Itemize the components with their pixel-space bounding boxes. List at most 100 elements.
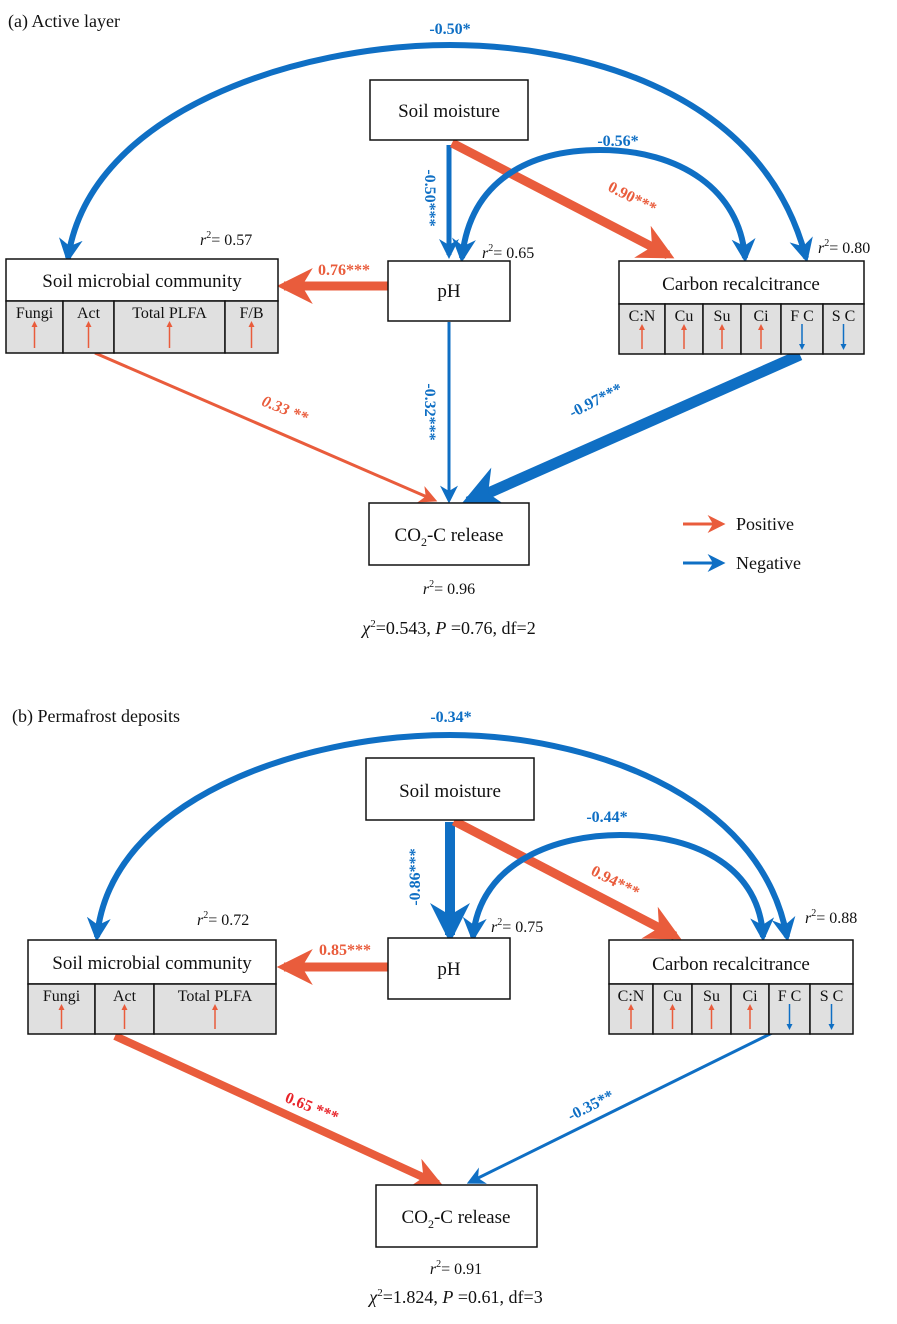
coef-a-moisture-carbon: 0.90***	[605, 179, 659, 218]
fit-stats-b: χ2=1.824, P =0.61, df=3	[367, 1287, 542, 1307]
path-b-microbial-co2	[113, 1032, 444, 1188]
indicator-cell: Su	[691, 983, 732, 1035]
node-label: Carbon recalcitrance	[662, 274, 820, 295]
indicator-label: Cu	[663, 988, 682, 1005]
indicator-cell: Fungi	[27, 983, 96, 1035]
node-label: Soil microbial community	[52, 953, 252, 974]
r2-a-co2: r2= 0.96	[423, 579, 475, 598]
path-b-carbon-ph	[462, 831, 775, 942]
node-b-soil-moisture: Soil moisture	[365, 757, 535, 821]
indicator-label: S C	[832, 308, 856, 325]
node-b-ph: pH r2= 0.75	[387, 917, 543, 1000]
indicator-label: S C	[820, 988, 844, 1005]
path-a-carbon-ph	[452, 146, 756, 263]
node-label: Carbon recalcitrance	[652, 954, 810, 975]
node-label: CO2-C release	[395, 525, 504, 549]
node-label: pH	[437, 959, 461, 980]
node-a-co2: CO2-C release r2= 0.96	[368, 502, 530, 598]
indicator-label: Su	[714, 308, 731, 325]
indicator-label: Act	[113, 988, 137, 1005]
indicator-cells: C:N Cu Su Ci F C S C	[618, 303, 865, 355]
r2-b-co2: r2= 0.91	[430, 1259, 482, 1278]
indicator-cells: Fungi Act Total PLFA F/B	[5, 300, 279, 354]
indicator-label: C:N	[618, 988, 645, 1005]
indicator-cell: F/B	[224, 300, 279, 354]
coef-a-ph-microbial: 0.76***	[318, 262, 370, 279]
indicator-cells: Fungi Act Total PLFA	[27, 983, 277, 1035]
legend-negative-label: Negative	[736, 553, 801, 573]
node-label: Soil moisture	[399, 781, 501, 802]
path-b-carbon-co2	[466, 1031, 773, 1184]
path-a-moisture-carbon	[449, 139, 675, 259]
panel-a: (a) Active layer -0.50* -0.50*** 0.90***…	[5, 11, 870, 638]
indicator-cell: Act	[62, 300, 115, 354]
node-label: CO2-C release	[402, 1207, 511, 1231]
r2-b-microbial: r2= 0.72	[197, 910, 249, 929]
node-a-carbon: Carbon recalcitrance C:N Cu Su Ci F C S C r2=…	[618, 238, 870, 355]
indicator-cell: Total PLFA	[113, 300, 226, 354]
coef-a-ph-co2: -0.32***	[421, 383, 438, 440]
node-b-carbon: Carbon recalcitrance C:N Cu Su Ci F C S C r2=…	[608, 908, 857, 1035]
coef-b-moisture-ph: -0.86***	[407, 848, 424, 905]
indicator-cell: Act	[94, 983, 155, 1035]
indicator-label: F/B	[239, 305, 263, 322]
node-b-microbial: Soil microbial community Fungi Act Total P…	[27, 910, 277, 1035]
r2-a-ph: r2= 0.65	[482, 243, 534, 262]
indicator-cell: F C	[780, 303, 824, 355]
indicator-label: Ci	[742, 988, 758, 1005]
indicator-label: Su	[703, 988, 720, 1005]
path-a-moisture-microbial	[58, 41, 813, 263]
coef-a-microbial-co2: 0.33 **	[259, 393, 311, 427]
indicator-cell: Total PLFA	[153, 983, 277, 1035]
indicator-label: C:N	[629, 308, 656, 325]
panel-b: (b) Permafrost deposits -0.34* -0.86*** …	[12, 706, 857, 1307]
indicator-cell: F C	[768, 983, 811, 1035]
indicator-cell: Su	[702, 303, 742, 355]
node-a-microbial: Soil microbial community Fungi Act Total P…	[5, 230, 279, 354]
indicator-label: Ci	[753, 308, 769, 325]
indicator-cell: C:N	[618, 303, 666, 355]
indicator-cell: Fungi	[5, 300, 64, 354]
r2-b-carbon: r2= 0.88	[805, 908, 857, 927]
indicator-label: Cu	[675, 308, 694, 325]
indicator-cell: Cu	[652, 983, 693, 1035]
path-a-carbon-co2	[459, 349, 803, 508]
fit-stats-a: χ2=0.543, P =0.76, df=2	[360, 618, 535, 638]
node-label: Soil microbial community	[42, 271, 242, 292]
indicator-cell: S C	[809, 983, 854, 1035]
node-label: Soil moisture	[398, 101, 500, 122]
coef-a-moisture-ph: -0.50***	[421, 169, 438, 226]
indicator-cell: Cu	[664, 303, 704, 355]
legend: Positive Negative	[683, 514, 801, 573]
indicator-cell: S C	[822, 303, 865, 355]
indicator-label: F C	[778, 988, 802, 1005]
path-b-moisture-microbial	[86, 731, 796, 942]
coef-b-ph-microbial: 0.85***	[319, 942, 371, 959]
r2-a-carbon: r2= 0.80	[818, 238, 870, 257]
coef-a-carbon-co2: -0.97***	[567, 380, 626, 421]
panel-b-title: (b) Permafrost deposits	[12, 706, 180, 727]
node-label: pH	[437, 281, 461, 302]
node-a-ph: pH r2= 0.65	[387, 243, 534, 322]
indicator-cell: Ci	[730, 983, 770, 1035]
r2-b-ph: r2= 0.75	[491, 917, 543, 936]
coef-b-moisture-microbial: -0.34*	[430, 709, 471, 726]
indicator-label: Act	[77, 305, 101, 322]
coef-a-moisture-microbial: -0.50*	[429, 21, 470, 38]
indicator-cells: C:N Cu Su Ci F C S C	[608, 983, 854, 1035]
indicator-label: F C	[790, 308, 814, 325]
node-b-co2: CO2-C release r2= 0.91	[375, 1184, 538, 1278]
node-a-soil-moisture: Soil moisture	[369, 79, 529, 141]
indicator-label: Fungi	[43, 988, 81, 1005]
indicator-label: Total PLFA	[178, 988, 253, 1005]
indicator-label: Fungi	[16, 305, 54, 322]
legend-positive-label: Positive	[736, 514, 794, 534]
path-a-microbial-co2	[94, 351, 438, 503]
coef-b-carbon-co2: -0.35**	[565, 1087, 617, 1125]
coef-a-carbon-ph: -0.56*	[597, 133, 638, 150]
panel-a-title: (a) Active layer	[8, 11, 120, 32]
indicator-label: Total PLFA	[132, 305, 207, 322]
indicator-cell: C:N	[608, 983, 654, 1035]
r2-a-microbial: r2= 0.57	[200, 230, 252, 249]
